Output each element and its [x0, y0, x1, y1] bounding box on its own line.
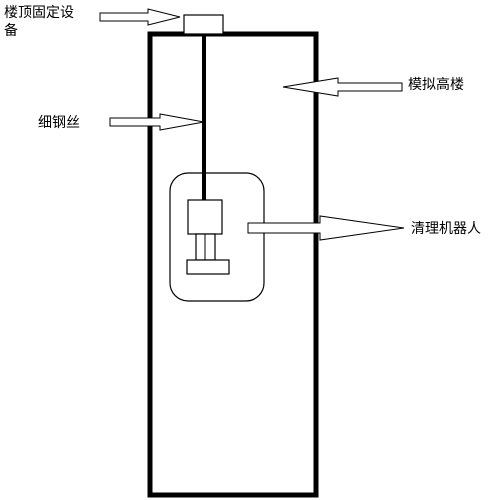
label-cleaning-robot: 清理机器人 — [411, 221, 481, 237]
arrow-building — [282, 77, 403, 97]
building-outline — [147, 31, 319, 498]
robot-enclosure — [169, 172, 265, 302]
robot-body — [187, 199, 223, 235]
robot-base — [186, 259, 230, 275]
arrow-wire — [109, 113, 205, 131]
label-simulated-building: 模拟高楼 — [408, 77, 464, 93]
arrow-roof-device — [99, 8, 181, 26]
label-roof-fixing-device: 楼顶固定设备 — [4, 5, 74, 39]
roof-fixing-device — [183, 14, 224, 35]
label-steel-wire: 细钢丝 — [38, 115, 80, 131]
arrow-robot-shape — [247, 215, 405, 241]
